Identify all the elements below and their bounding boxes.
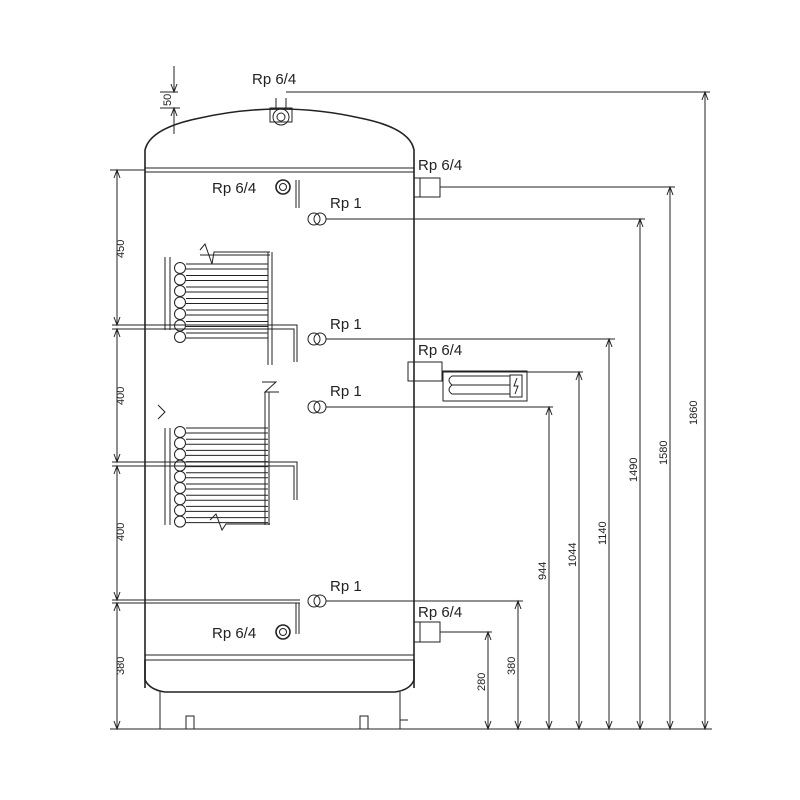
coil-turn	[174, 426, 186, 438]
dim-944: 944	[537, 562, 549, 580]
dimension-arrow	[113, 601, 121, 612]
coil-turn	[174, 504, 186, 517]
coil-turn	[174, 296, 186, 309]
coil-pipework	[112, 243, 298, 532]
dim-left-400-lower: 400	[115, 523, 127, 541]
heater-port-label: Rp 6/4	[418, 342, 462, 359]
lower-right-port-label: Rp 6/4	[418, 604, 462, 621]
upper-heat-exchanger-coil	[174, 262, 268, 343]
lower-heat-exchanger-coil	[174, 426, 268, 528]
upper-right-port	[413, 177, 441, 198]
coil-turn	[174, 262, 186, 274]
top-connection-fitting	[269, 98, 293, 126]
dim-1860: 1860	[688, 401, 700, 425]
dim-1490: 1490	[628, 458, 640, 482]
dim-left-380: 380	[115, 657, 127, 675]
dimension-arrow	[113, 453, 121, 464]
dimension-arrow	[113, 327, 121, 338]
upper-right-port-label: Rp 6/4	[418, 157, 462, 174]
dim-top-offset: 50	[162, 94, 174, 106]
coil-turn	[174, 493, 186, 506]
coil-turn	[174, 308, 186, 320]
dimension-arrow	[113, 464, 121, 475]
left-extension-lines	[110, 91, 180, 171]
rp1-port-d	[307, 594, 327, 608]
dim-1044: 1044	[567, 543, 579, 567]
rp1-port-b	[307, 332, 327, 346]
rp1-port-c-label: Rp 1	[330, 383, 362, 400]
upper-left-port	[275, 179, 300, 208]
rp1-port-b-label: Rp 1	[330, 316, 362, 333]
dim-1580: 1580	[658, 441, 670, 465]
upper-left-port-label: Rp 6/4	[212, 180, 256, 197]
dim-left-450: 450	[115, 240, 127, 258]
coil-turn	[174, 331, 186, 343]
coil-turn	[174, 515, 186, 528]
rp1-port-a	[307, 212, 327, 226]
top-connection-label: Rp 6/4	[252, 71, 296, 88]
rp1-port-d-label: Rp 1	[330, 578, 362, 595]
rp1-port-c	[307, 400, 327, 414]
dimension-arrow	[113, 591, 121, 602]
dimension-lines	[113, 66, 709, 731]
dim-left-400-upper: 400	[115, 387, 127, 405]
dimension-arrow	[113, 316, 121, 327]
lower-left-port	[275, 603, 300, 640]
tank-body	[144, 108, 415, 730]
dim-380: 380	[506, 657, 518, 675]
dim-280: 280	[476, 673, 488, 691]
coil-turn	[174, 437, 186, 450]
coil-turn	[174, 482, 186, 494]
rp1-port-a-label: Rp 1	[330, 195, 362, 212]
coil-turn	[174, 285, 186, 297]
coil-turn	[174, 273, 186, 286]
coil-turn	[174, 448, 186, 461]
coil-turn	[174, 470, 186, 483]
right-extension-lines	[110, 91, 712, 730]
heater-port	[407, 361, 528, 402]
lower-left-port-label: Rp 6/4	[212, 625, 256, 642]
lower-right-port	[413, 621, 441, 643]
internal-level-lines	[112, 599, 300, 604]
dim-1140: 1140	[597, 521, 609, 545]
